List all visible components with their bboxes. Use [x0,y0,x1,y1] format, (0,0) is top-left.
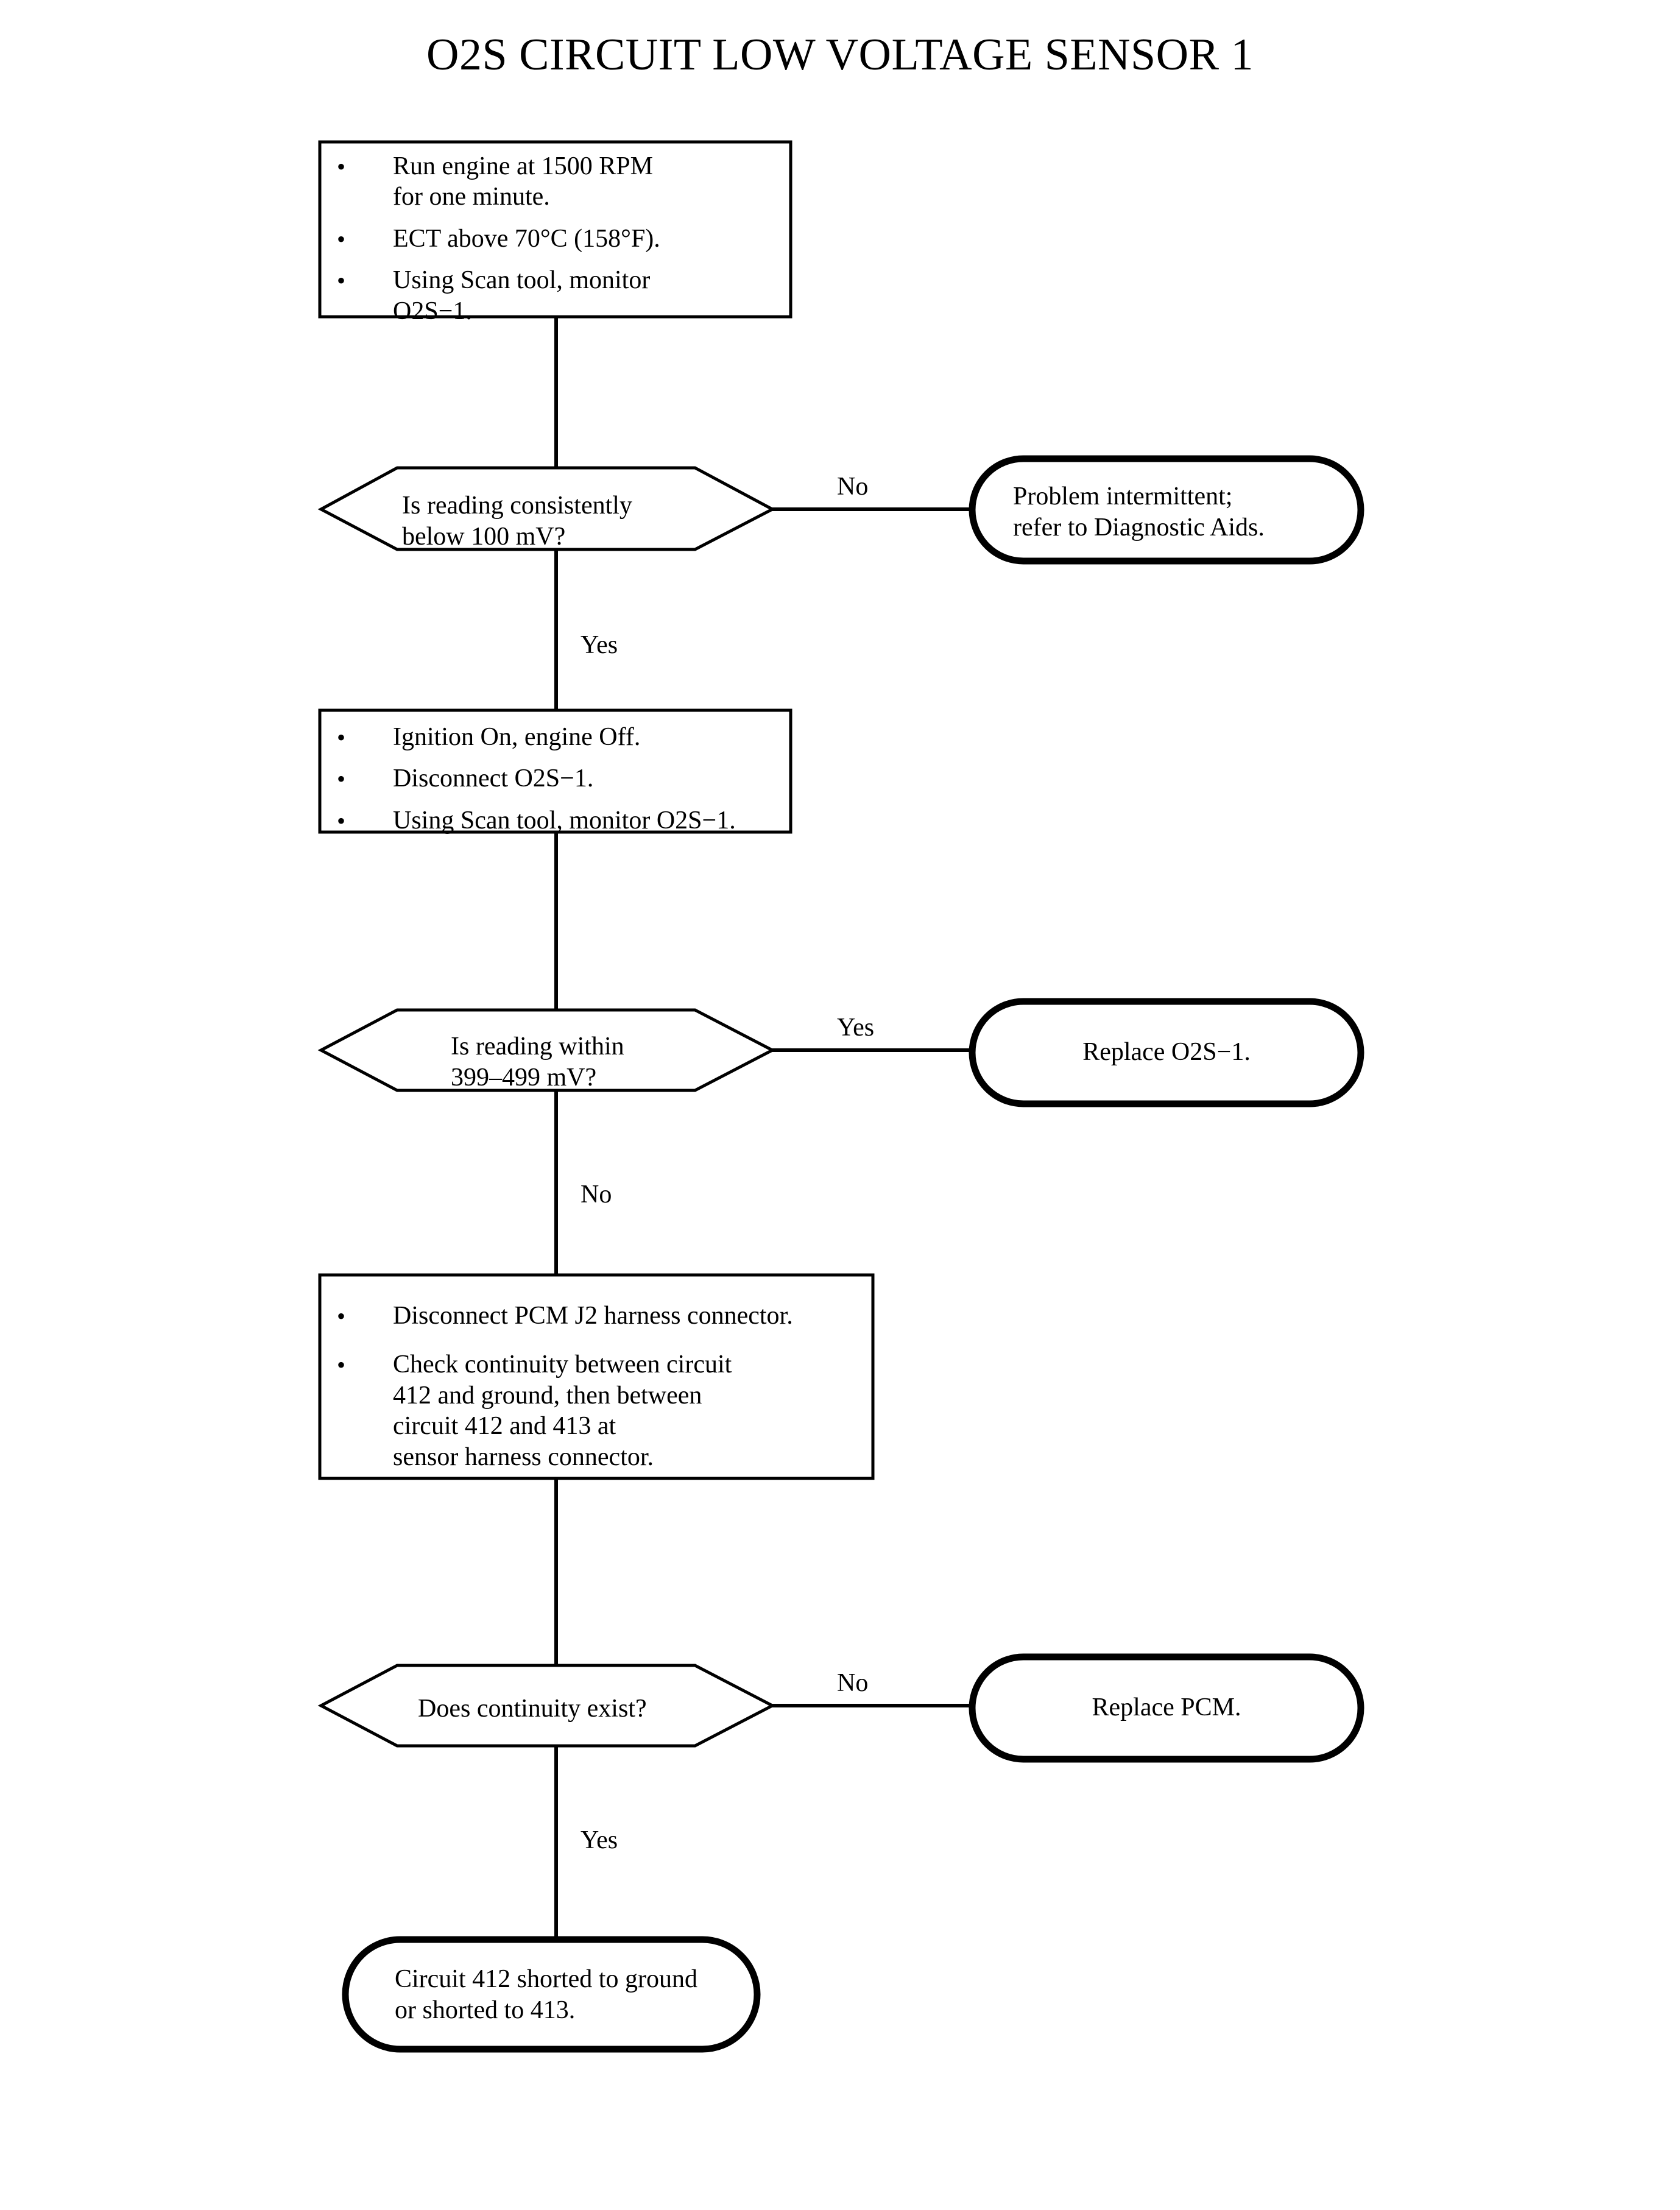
terminal-result4 [342,1936,761,2053]
decision-hexagon-3-fill [321,1665,772,1746]
step1-bullet-list: • Run engine at 1500 RPM for one minute.… [320,151,791,327]
result1-text: Problem intermittent; refer to Diagnosti… [1013,482,1265,542]
step3-bullet-1: Disconnect PCM J2 harness connector. [393,1302,793,1330]
list-item: • Disconnect PCM J2 harness connector. [320,1301,873,1331]
process-box-step1-fill [320,142,791,317]
terminal-result2-fill [972,1001,1361,1104]
process-step1-content: • Run engine at 1500 RPM for one minute.… [320,151,791,327]
process-box-step3-fill [320,1275,873,1478]
process-box-step2 [318,708,792,834]
step1-bullet-3: Using Scan tool, monitor O2S−1. [393,266,651,325]
step1-bullet-1: Run engine at 1500 RPM for one minute. [393,152,653,211]
terminal-result1 [969,455,1364,565]
step3-bullet-list: • Disconnect PCM J2 harness connector. •… [320,1301,873,1472]
bullet-glyph: • [337,225,346,253]
terminal-result4-fill [345,1940,757,2049]
decision-hexagon-1 [317,466,776,551]
terminal-result3 [969,1653,1364,1763]
result4-text: Circuit 412 shorted to ground or shorted… [395,1965,697,2025]
process-step3-content: • Disconnect PCM J2 harness connector. •… [320,1301,873,1472]
terminal-result2 [969,998,1364,1107]
decision-hexagon-3 [317,1664,776,1748]
branch-label-decision3-no: No [837,1669,869,1697]
decision-hexagon-2-fill [321,1010,772,1090]
list-item: • Using Scan tool, monitor O2S−1. [320,265,791,327]
result3-text: Replace PCM. [1092,1693,1241,1721]
decision1-text: Is reading consistently below 100 mV? [402,492,632,551]
bullet-glyph: • [337,153,346,180]
step3-bullet-2: Check continuity between circuit 412 and… [393,1350,732,1471]
list-item: • ECT above 70°C (158°F). [320,224,791,254]
process-box-step3 [318,1273,875,1480]
branch-label-decision2-no: No [581,1181,612,1209]
decision-hexagon-1-fill [321,468,772,549]
list-item: • Using Scan tool, monitor O2S−1. [320,805,791,836]
list-item: • Ignition On, engine Off. [320,722,791,752]
branch-label-decision2-yes: Yes [837,1014,875,1042]
process-step2-content: • Ignition On, engine Off. • Disconnect … [320,722,791,836]
decision3-text: Does continuity exist? [418,1695,647,1723]
step2-bullet-1: Ignition On, engine Off. [393,723,641,751]
list-item: • Check continuity between circuit 412 a… [320,1349,873,1472]
page-title: O2S CIRCUIT LOW VOLTAGE SENSOR 1 [426,30,1254,80]
step2-bullet-list: • Ignition On, engine Off. • Disconnect … [320,722,791,836]
bullet-glyph: • [337,724,346,751]
list-item: • Run engine at 1500 RPM for one minute. [320,151,791,213]
bullet-glyph: • [337,807,346,835]
step2-bullet-3: Using Scan tool, monitor O2S−1. [393,806,736,835]
bullet-glyph: • [337,267,346,295]
terminal-result3-fill [972,1657,1361,1759]
step1-bullet-2: ECT above 70°C (158°F). [393,224,660,253]
result2-text: Replace O2S−1. [1082,1038,1251,1066]
decision2-text: Is reading within 399–499 mV? [451,1033,624,1092]
branch-label-decision1-yes: Yes [581,631,618,659]
step2-bullet-2: Disconnect O2S−1. [393,764,594,793]
process-box-step1 [318,140,792,319]
branch-label-decision3-yes: Yes [581,1826,618,1854]
terminal-result1-fill [972,459,1361,561]
bullet-glyph: • [337,765,346,793]
branch-label-decision1-no: No [837,473,869,501]
list-item: • Disconnect O2S−1. [320,763,791,794]
process-box-step2-fill [320,710,791,832]
decision-hexagon-2 [317,1008,776,1092]
bullet-glyph: • [337,1302,346,1330]
bullet-glyph: • [337,1351,346,1379]
